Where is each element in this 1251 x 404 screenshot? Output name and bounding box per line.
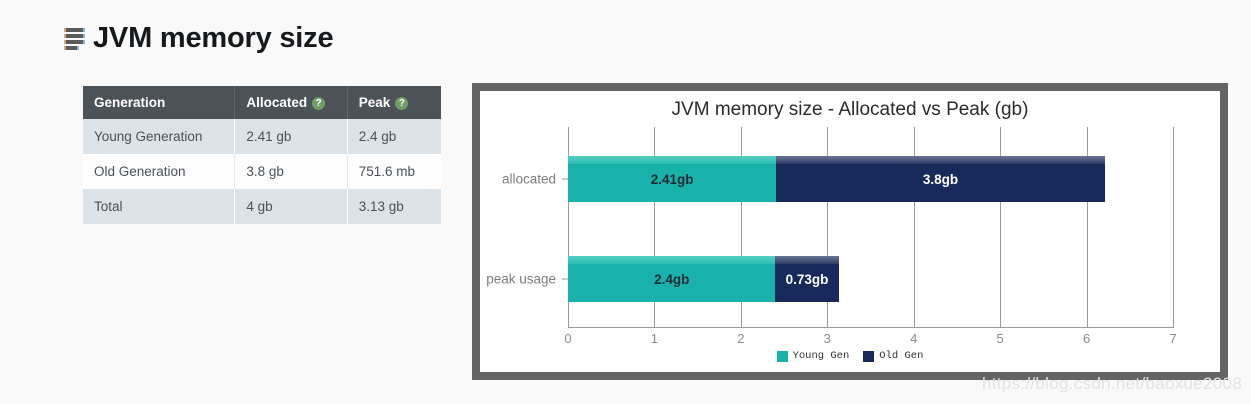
table-header: Generation Allocated? Peak?	[83, 86, 441, 119]
bar-segment-old-gen[interactable]: 3.8gb	[776, 156, 1105, 202]
help-icon-allocated[interactable]: ?	[312, 97, 326, 110]
y-category-label: peak usage	[486, 271, 556, 287]
table-row: Total 4 gb 3.13 gb	[83, 189, 441, 224]
bar-segment-bevel	[776, 156, 1105, 164]
gridline	[654, 127, 656, 327]
column-header-peak-label: Peak	[358, 95, 391, 110]
cell-peak: 751.6 mb	[347, 154, 441, 189]
bar-row: 2.41gb 3.8gb	[568, 156, 1173, 202]
x-tick-label: 4	[910, 331, 918, 346]
legend-label-old-gen: Old Gen	[879, 350, 924, 362]
cell-allocated: 2.41 gb	[234, 119, 348, 154]
table-header-row: Generation Allocated? Peak?	[83, 86, 441, 119]
cell-peak: 2.4 gb	[347, 119, 441, 154]
stack-icon	[62, 26, 85, 52]
x-axis-line	[568, 327, 1174, 328]
chart-title: JVM memory size - Allocated vs Peak (gb)	[671, 99, 1029, 120]
x-tick-label: 7	[1169, 331, 1177, 346]
column-header-generation-label: Generation	[94, 95, 166, 110]
y-category-tick	[562, 178, 568, 180]
cell-generation: Young Generation	[83, 119, 236, 154]
chart-panel: JVM memory size - Allocated vs Peak (gb)…	[472, 83, 1228, 380]
table-body: Young Generation 2.41 gb 2.4 gb Old Gene…	[83, 119, 441, 224]
cell-generation: Total	[83, 189, 236, 224]
watermark: https://blog.csdn.net/baoxue2008	[982, 374, 1243, 393]
gridline	[1000, 127, 1002, 327]
gridline	[1173, 127, 1174, 327]
x-tick-label: 5	[996, 331, 1004, 346]
x-tick-label: 6	[1082, 331, 1091, 346]
x-tick-label: 3	[823, 331, 831, 346]
chart-inner: JVM memory size - Allocated vs Peak (gb)…	[480, 91, 1220, 372]
gridline	[568, 127, 569, 327]
gridline	[1086, 127, 1088, 327]
page-title: JVM memory size	[93, 22, 334, 54]
bar-segment-bevel	[568, 156, 777, 164]
legend-entry-old-gen[interactable]: Old Gen	[863, 350, 923, 362]
y-category-tick	[562, 278, 568, 280]
jvm-memory-table: Generation Allocated? Peak? Young Genera…	[83, 86, 441, 224]
cell-generation: Old Generation	[83, 154, 236, 189]
cell-allocated: 3.8 gb	[234, 154, 348, 189]
bar-value-label: 3.8gb	[922, 171, 959, 187]
plot-area: 2.41gb 3.8gb 2.4gb 0.73gb	[568, 127, 1174, 327]
bar-value-label: 2.4gb	[654, 271, 690, 287]
bar-value-label: 2.41gb	[650, 171, 694, 187]
gridline	[740, 127, 742, 327]
x-tick-label: 2	[737, 331, 745, 346]
y-category-label: allocated	[501, 171, 556, 187]
bar-segment-old-gen[interactable]: 0.73gb	[775, 256, 839, 302]
bar-value-label: 0.73gb	[785, 271, 829, 287]
cell-peak: 3.13 gb	[347, 189, 441, 224]
bar-row: 2.4gb 0.73gb	[568, 256, 1173, 302]
column-header-allocated[interactable]: Allocated?	[234, 86, 348, 119]
table-row: Young Generation 2.41 gb 2.4 gb	[83, 119, 441, 154]
page-heading: JVM memory size	[62, 22, 334, 55]
x-tick-label: 1	[650, 331, 659, 346]
gridline	[913, 127, 915, 327]
legend-label-young-gen: Young Gen	[792, 350, 850, 362]
column-header-generation[interactable]: Generation	[83, 86, 236, 119]
gridline	[827, 127, 829, 327]
help-icon-peak[interactable]: ?	[395, 97, 409, 110]
bar-segment-bevel	[568, 256, 776, 264]
chart-legend: Young Gen Old Gen	[480, 350, 1220, 362]
legend-swatch-old-gen	[863, 350, 875, 362]
bar-segment-young-gen[interactable]: 2.4gb	[568, 256, 776, 302]
column-header-peak[interactable]: Peak?	[347, 86, 441, 119]
table-row: Old Generation 3.8 gb 751.6 mb	[83, 154, 441, 189]
cell-allocated: 4 gb	[234, 189, 348, 224]
legend-entry-young-gen[interactable]: Young Gen	[776, 350, 850, 362]
bar-segment-bevel	[775, 256, 839, 264]
x-tick-label: 0	[564, 331, 572, 346]
bar-segment-young-gen[interactable]: 2.41gb	[568, 156, 777, 202]
column-header-allocated-label: Allocated	[246, 95, 308, 110]
legend-swatch-young-gen	[776, 350, 788, 362]
